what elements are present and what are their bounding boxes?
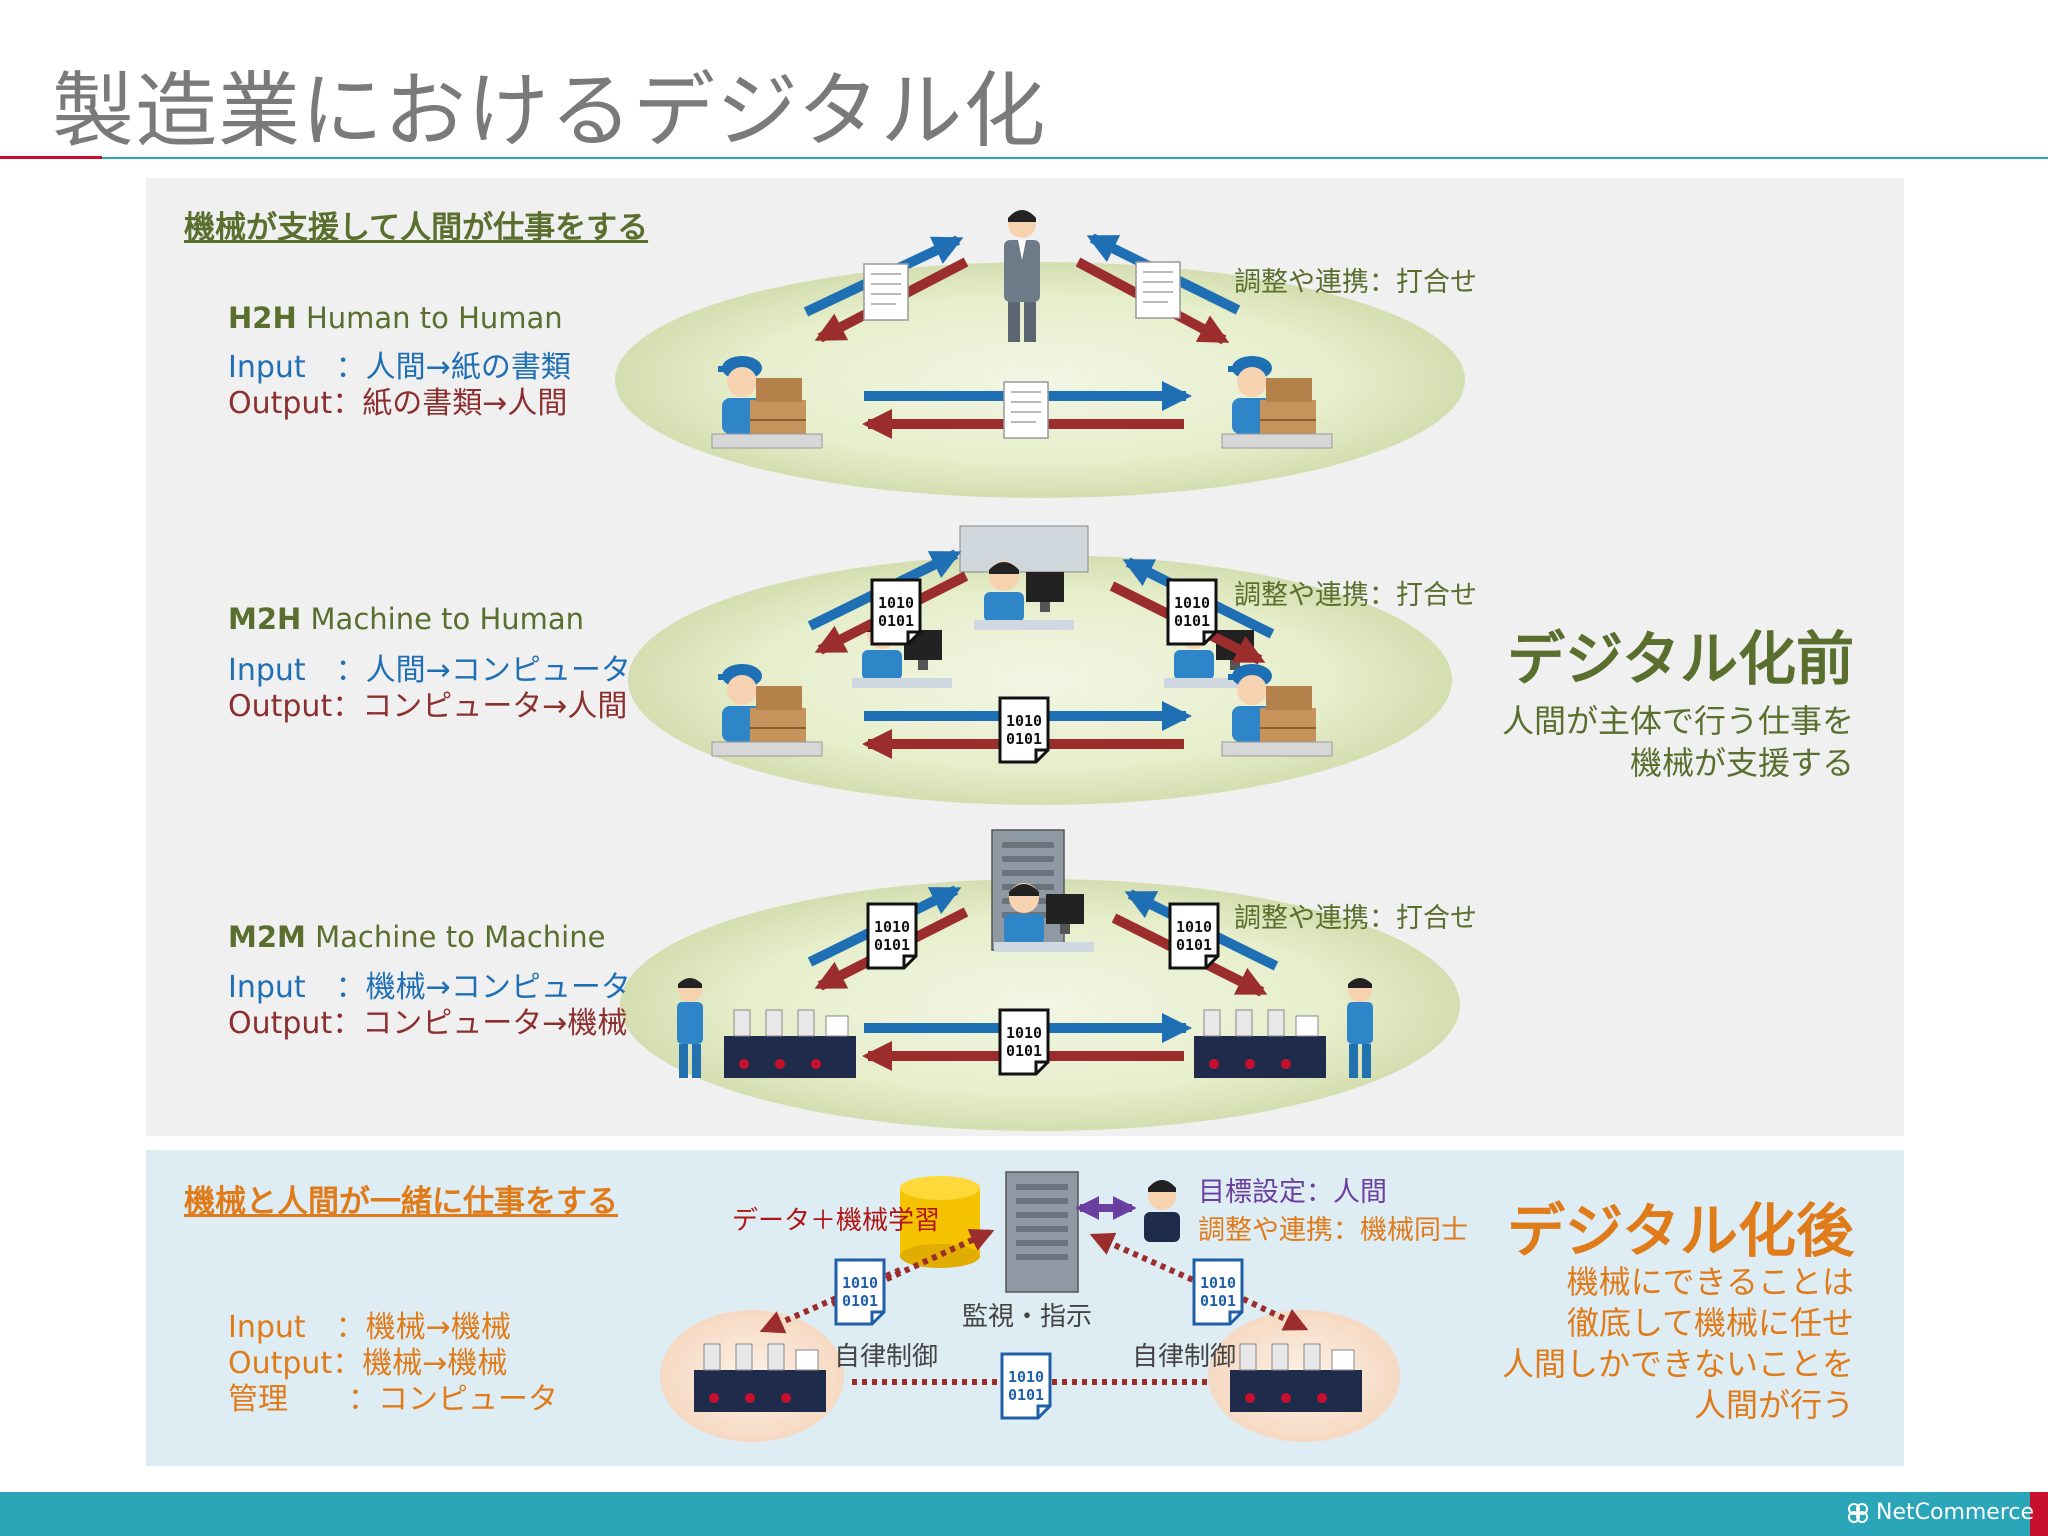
m2m-abbr: M2M — [228, 920, 306, 954]
control-panel — [959, 525, 1089, 573]
h2h-name: Human to Human — [305, 301, 563, 335]
m2m-output: Output：コンピュータ→機械 — [228, 1006, 628, 1041]
after-description-line: 機械にできることは — [1566, 1263, 1854, 1301]
after-heading: デジタル化後 — [1507, 1197, 1854, 1265]
paper-doc-icon — [863, 263, 909, 321]
page-title: 製造業におけるデジタル化 — [52, 64, 1047, 159]
after-description-line: 人間が行う — [1693, 1386, 1854, 1424]
paper-doc-icon — [1135, 261, 1181, 319]
m2h-coordination: 調整や連携：打合せ — [1234, 580, 1477, 611]
binary-text: 0101 — [842, 1292, 878, 1310]
binary-text: 0101 — [1174, 612, 1210, 630]
binary-text: 1010 — [878, 594, 914, 612]
binary-text: 1010 — [1006, 712, 1042, 730]
goal-setting: 目標設定：人間 — [1198, 1177, 1387, 1208]
manager-icon — [1144, 1180, 1180, 1242]
after-section-title: 機械と人間が一緒に仕事をする — [184, 1184, 618, 1220]
title-rule — [102, 157, 2048, 159]
brand-name: NetCommerce — [1876, 1500, 2035, 1525]
after-input: Input ：機械→機械 — [228, 1310, 511, 1345]
m2m-name: Machine to Machine — [315, 920, 606, 954]
before-section-title: 機械が支援して人間が仕事をする — [184, 210, 649, 246]
binary-text: 0101 — [874, 936, 910, 954]
before-description-line: 機械が支援する — [1629, 744, 1854, 782]
m2h-name: Machine to Human — [310, 602, 585, 636]
binary-text: 0101 — [1008, 1386, 1044, 1404]
auto-control-left: 自律制御 — [834, 1342, 939, 1372]
before-description-line: 人間が主体で行う仕事を — [1501, 702, 1854, 740]
netcommerce-logo-icon — [1848, 1502, 1868, 1523]
m2m-coordination: 調整や連携：打合せ — [1234, 903, 1477, 934]
monitor-label: 監視・指示 — [962, 1302, 1093, 1332]
binary-text: 1010 — [1008, 1368, 1044, 1386]
before-description: 人間が主体で行う仕事を 機械が支援する — [1502, 700, 1854, 784]
m2h-heading: M2H Machine to Human — [228, 602, 584, 636]
before-heading: デジタル化前 — [1507, 625, 1854, 693]
footer-accent — [2030, 1492, 2048, 1536]
h2h-output: Output：紙の書類→人間 — [228, 386, 568, 421]
binary-text: 0101 — [1176, 936, 1212, 954]
h2h-heading: H2H Human to Human — [228, 301, 563, 335]
h2h-input: Input ：人間→紙の書類 — [228, 350, 571, 385]
title-rule-accent — [0, 156, 102, 159]
binary-text: 1010 — [1174, 594, 1210, 612]
auto-control-right: 自律制御 — [1132, 1342, 1237, 1372]
after-description: 機械にできることは 徹底して機械に任せ 人間しかできないことを 人間が行う — [1502, 1262, 1854, 1426]
after-description-line: 徹底して機械に任せ — [1566, 1304, 1854, 1342]
binary-text: 0101 — [1200, 1292, 1236, 1310]
binary-text: 1010 — [874, 918, 910, 936]
m2h-output: Output：コンピュータ→人間 — [228, 689, 628, 724]
binary-text: 0101 — [878, 612, 914, 630]
paper-doc-icon — [1003, 381, 1049, 439]
footer-bar — [0, 1492, 2048, 1536]
binary-text: 1010 — [1200, 1274, 1236, 1292]
after-description-line: 人間しかできないことを — [1501, 1345, 1854, 1383]
database-icon — [900, 1176, 980, 1268]
after-output: Output：機械→機械 — [228, 1346, 508, 1381]
data-ml-label: データ＋機械学習 — [732, 1206, 941, 1236]
m2m-input: Input ：機械→コンピュータ — [228, 970, 631, 1005]
binary-text: 0101 — [1006, 730, 1042, 748]
m2h-abbr: M2H — [228, 602, 302, 636]
server-icon — [1005, 1171, 1079, 1293]
binary-text: 1010 — [842, 1274, 878, 1292]
brand-logo: NetCommerce — [1846, 1500, 2034, 1525]
after-coordination: 調整や連携：機械同士 — [1198, 1215, 1468, 1246]
h2h-abbr: H2H — [228, 301, 297, 335]
m2m-heading: M2M Machine to Machine — [228, 920, 605, 954]
after-management: 管理 ：コンピュータ — [228, 1382, 558, 1417]
h2h-coordination: 調整や連携：打合せ — [1234, 267, 1477, 298]
binary-text: 0101 — [1006, 1042, 1042, 1060]
m2h-input: Input ：人間→コンピュータ — [228, 653, 631, 688]
binary-text: 1010 — [1006, 1024, 1042, 1042]
binary-text: 1010 — [1176, 918, 1212, 936]
